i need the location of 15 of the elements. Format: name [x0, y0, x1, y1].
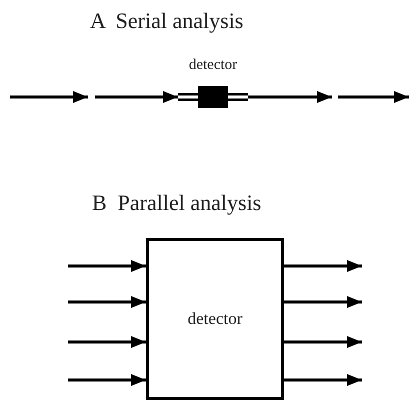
arrow [248, 91, 332, 103]
arrow [95, 91, 178, 103]
arrow [284, 336, 362, 348]
arrow [68, 296, 146, 308]
panel-title: B Parallel analysis [92, 190, 262, 216]
arrow [68, 374, 146, 386]
arrow [68, 336, 146, 348]
panel-title: A Serial analysis [90, 8, 244, 34]
detector-label: detector [188, 309, 242, 329]
detector-label: detector [188, 57, 238, 73]
arrow [284, 374, 362, 386]
detector-box [146, 238, 284, 400]
arrow [284, 260, 362, 272]
arrow [68, 260, 146, 272]
arrow [284, 296, 362, 308]
